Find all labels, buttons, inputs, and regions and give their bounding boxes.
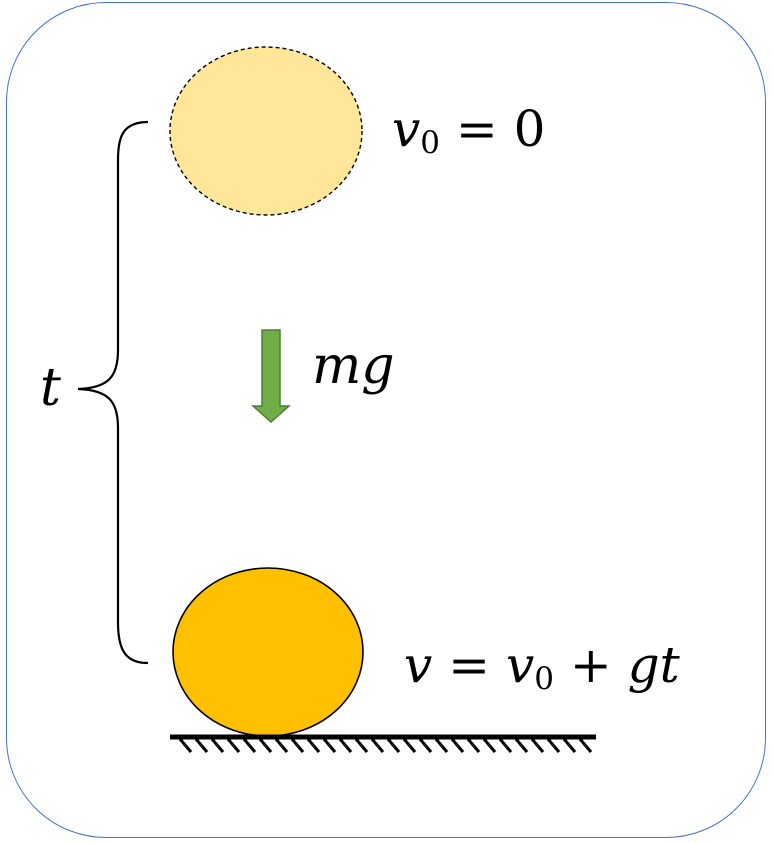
- ball-end: [172, 567, 364, 737]
- ball-start: [169, 46, 363, 216]
- ground-hatch: [434, 738, 449, 753]
- ground-hatch: [178, 738, 193, 753]
- diagram-frame: [6, 2, 766, 838]
- ground-hatch: [562, 738, 577, 753]
- ground-hatch: [306, 738, 321, 753]
- ground-hatch: [354, 738, 369, 753]
- ground-hatch: [482, 738, 497, 753]
- ground-hatch: [274, 738, 289, 753]
- ground-hatch: [194, 738, 209, 753]
- ground-hatch: [450, 738, 465, 753]
- time-label: t: [40, 358, 61, 418]
- ground-hatch: [466, 738, 481, 753]
- initial-velocity-label: v0 = 0: [392, 100, 546, 161]
- ground: [170, 734, 596, 753]
- ground-hatch: [498, 738, 513, 753]
- ground-hatch: [578, 738, 593, 753]
- ground-hatch: [370, 738, 385, 753]
- ground-hatch: [530, 738, 545, 753]
- final-velocity-label: v = v0 + gt: [404, 636, 680, 697]
- ground-hatch: [514, 738, 529, 753]
- ground-hatch: [386, 738, 401, 753]
- time-brace: [77, 120, 149, 665]
- ground-hatch: [226, 738, 241, 753]
- force-label: mg: [312, 336, 395, 396]
- ground-hatch: [546, 738, 561, 753]
- gravity-arrow-icon: [251, 329, 291, 424]
- ground-hatch: [402, 738, 417, 753]
- ground-hatch: [322, 738, 337, 753]
- ground-hatch: [418, 738, 433, 753]
- ground-hatch: [242, 738, 257, 753]
- ground-hatch: [290, 738, 305, 753]
- ground-hatch: [210, 738, 225, 753]
- ground-hatch: [258, 738, 273, 753]
- ground-hatch: [338, 738, 353, 753]
